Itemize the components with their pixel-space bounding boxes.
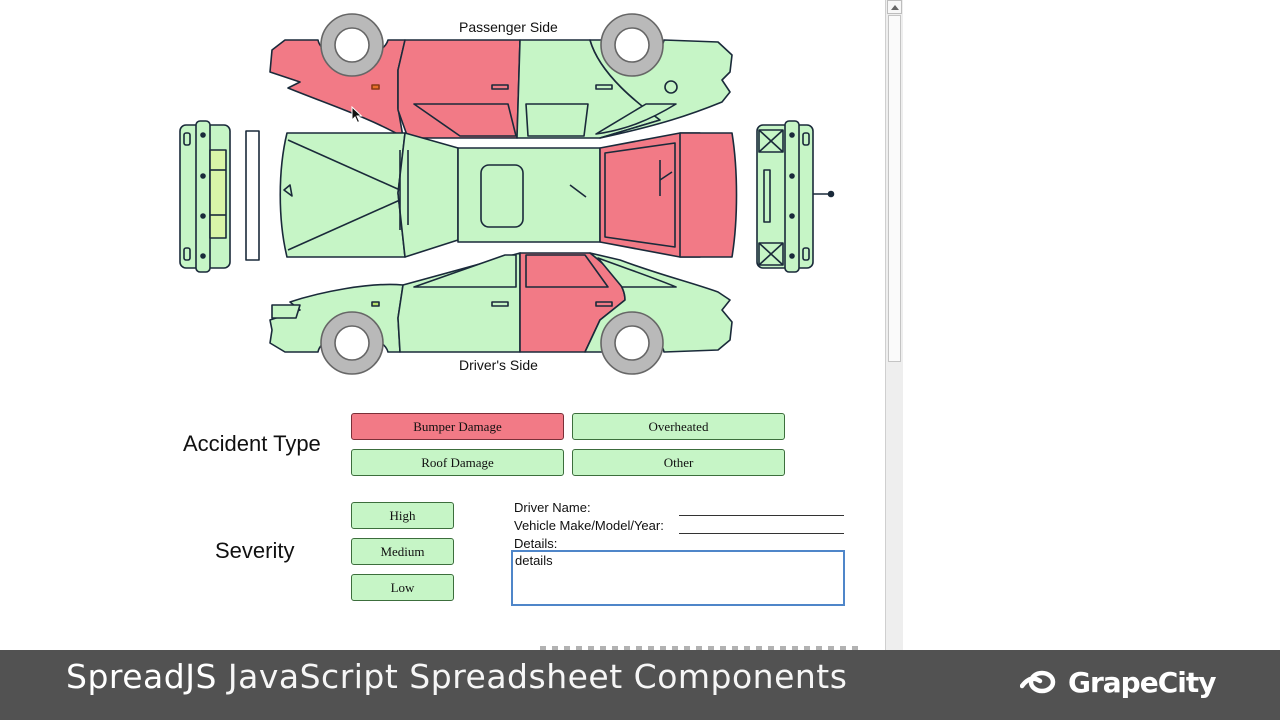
details-label: Details: bbox=[514, 536, 558, 551]
severity-low-button[interactable]: Low bbox=[351, 574, 454, 601]
driver-rear-window bbox=[525, 254, 609, 288]
roof[interactable] bbox=[457, 147, 601, 243]
driver-name-field[interactable] bbox=[679, 515, 844, 516]
front-view[interactable] bbox=[179, 120, 260, 273]
vertical-scrollbar[interactable] bbox=[885, 0, 903, 650]
driver-name-label: Driver Name: bbox=[514, 500, 591, 515]
passenger-front-wheel bbox=[600, 13, 664, 77]
rear-glass bbox=[604, 142, 676, 248]
driver-front-handle bbox=[491, 301, 509, 307]
grapecity-logo: GrapeCity bbox=[1020, 665, 1217, 699]
driver-front-wheel bbox=[320, 311, 384, 375]
details-input[interactable]: details bbox=[511, 550, 845, 606]
passenger-front-window bbox=[525, 103, 589, 137]
driver-front-window bbox=[413, 254, 517, 288]
severity-high-button[interactable]: High bbox=[351, 502, 454, 529]
trunk[interactable] bbox=[679, 132, 738, 258]
roof-damage-button[interactable]: Roof Damage bbox=[351, 449, 564, 476]
rear-view[interactable] bbox=[756, 120, 835, 273]
overheated-button[interactable]: Overheated bbox=[572, 413, 785, 440]
windshield[interactable] bbox=[397, 132, 459, 258]
scrollbar-thumb[interactable] bbox=[888, 15, 901, 362]
bumper-damage-button[interactable]: Bumper Damage bbox=[351, 413, 564, 440]
cutoff-text-row bbox=[540, 646, 860, 650]
passenger-rear-handle bbox=[491, 84, 509, 90]
brand-name: GrapeCity bbox=[1068, 665, 1217, 699]
passenger-vent-window bbox=[595, 103, 677, 135]
top-view bbox=[279, 132, 738, 258]
passenger-mirror bbox=[664, 80, 678, 94]
hood[interactable] bbox=[279, 132, 406, 258]
drivers-side-view bbox=[269, 252, 733, 375]
driver-marker-light bbox=[371, 301, 380, 307]
passenger-rear-window bbox=[413, 103, 517, 137]
driver-vent-window bbox=[597, 257, 677, 288]
mouse-pointer-icon bbox=[351, 106, 363, 124]
vehicle-field[interactable] bbox=[679, 533, 844, 534]
severity-medium-button[interactable]: Medium bbox=[351, 538, 454, 565]
accident-type-label: Accident Type bbox=[183, 431, 321, 456]
passenger-front-handle bbox=[595, 84, 613, 90]
footer-product: SpreadJS bbox=[66, 657, 217, 696]
sunroof bbox=[480, 164, 524, 228]
vehicle-label: Vehicle Make/Model/Year: bbox=[514, 518, 664, 533]
driver-rear-handle bbox=[595, 301, 613, 307]
other-button[interactable]: Other bbox=[572, 449, 785, 476]
footer-title: SpreadJS JavaScript Spreadsheet Componen… bbox=[66, 657, 847, 696]
scroll-up-arrow-icon[interactable] bbox=[887, 0, 902, 14]
footer-tagline: JavaScript Spreadsheet Components bbox=[227, 657, 848, 696]
drivers-side-label: Driver's Side bbox=[459, 357, 538, 373]
driver-rear-wheel bbox=[600, 311, 664, 375]
vehicle-damage-diagram bbox=[179, 13, 835, 375]
passenger-fuel-cap bbox=[371, 84, 380, 90]
passenger-side-view bbox=[269, 13, 733, 139]
severity-label: Severity bbox=[215, 538, 295, 563]
spreadsheet-canvas[interactable]: Passenger Side Driver's Side Accident Ty… bbox=[0, 0, 885, 650]
grapecity-mark-icon bbox=[1020, 670, 1056, 694]
passenger-side-label: Passenger Side bbox=[459, 19, 558, 35]
passenger-rear-wheel bbox=[320, 13, 384, 77]
video-footer-banner bbox=[0, 650, 1280, 720]
